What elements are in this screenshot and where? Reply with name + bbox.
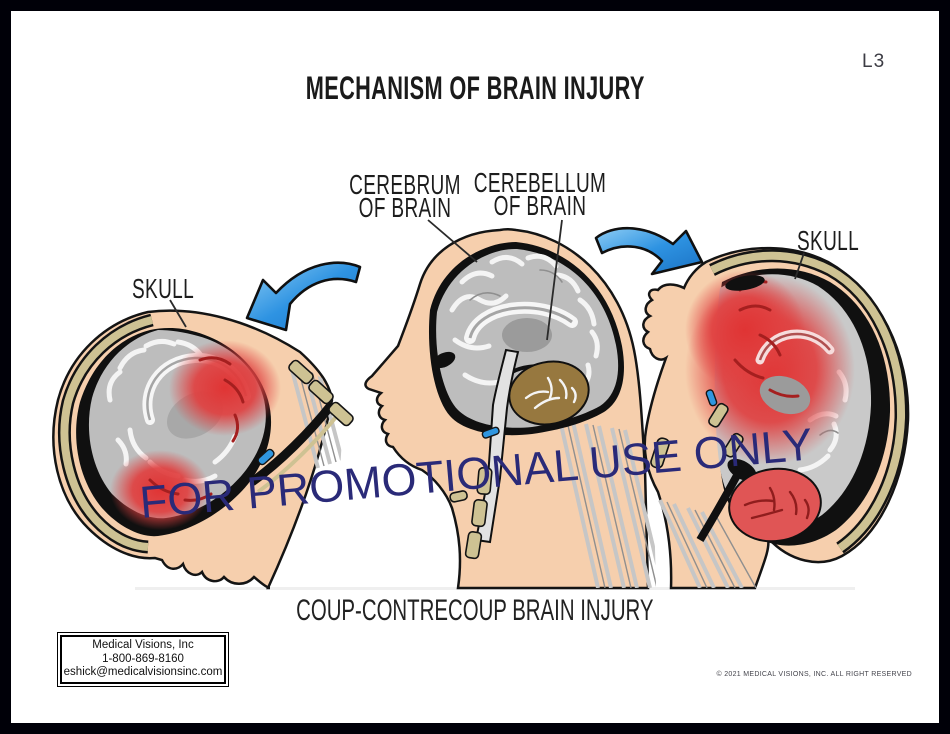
label-skull-right: SKULL	[796, 225, 860, 256]
contact-phone: 1-800-869-8160	[102, 652, 184, 665]
injury-site-contrecoup	[110, 450, 210, 530]
leader-cerebellum	[546, 219, 563, 341]
leader-cerebrum	[427, 219, 478, 263]
contact-company: Medical Visions, Inc	[92, 639, 194, 651]
figure-caption: COUP-CONTRECOUP BRAIN INJURY	[296, 594, 654, 627]
curved-arrow-left-icon	[245, 261, 362, 332]
label-skull-left: SKULL	[131, 273, 195, 304]
leader-skull-right	[794, 252, 805, 280]
label-cerebrum: CEREBRUM OF BRAIN	[349, 169, 461, 223]
contact-box: Medical Visions, Inc 1-800-869-8160 eshi…	[57, 632, 229, 687]
illustration-head-left	[52, 309, 354, 590]
illustration-head-middle	[364, 228, 656, 590]
cerebellum	[508, 360, 590, 426]
leader-lines	[169, 219, 805, 341]
neck-muscles-middle	[558, 419, 656, 588]
injury-lines-left	[148, 356, 245, 502]
copyright-notice: © 2021 MEDICAL VISIONS, INC. ALL RIGHT R…	[716, 671, 912, 678]
leader-skull-left	[169, 299, 187, 328]
injury-site-coup	[169, 340, 281, 436]
illustration-head-right	[642, 246, 910, 590]
label-cerebellum: CEREBELLUM OF BRAIN	[473, 167, 607, 221]
contact-email[interactable]: eshick@medicalvisionsinc.com	[63, 666, 223, 678]
curved-arrow-right-icon	[594, 226, 704, 276]
plate-code: L3	[862, 51, 886, 72]
page-title: MECHANISM OF BRAIN INJURY	[305, 70, 645, 106]
